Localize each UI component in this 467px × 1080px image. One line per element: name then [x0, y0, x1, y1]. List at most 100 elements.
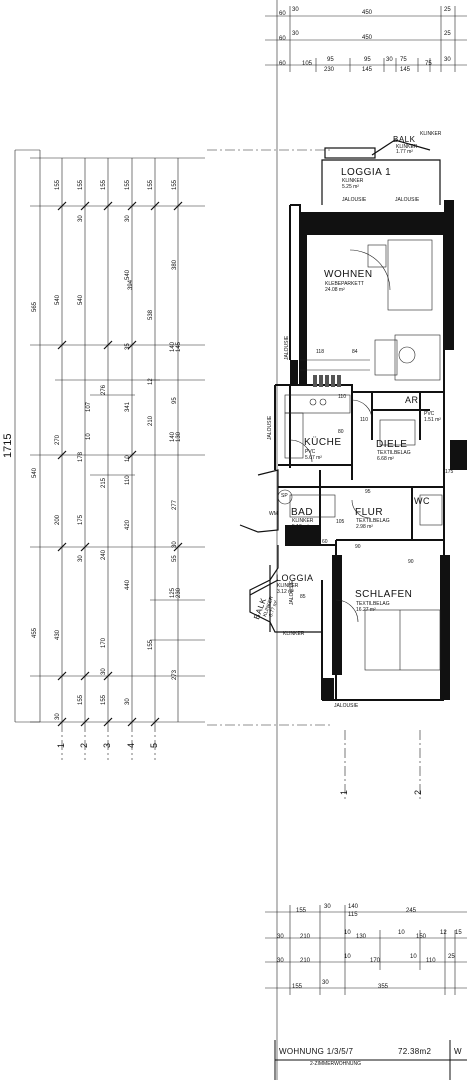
top-dim-r1-1: 30	[292, 7, 299, 13]
col2-dim-0: 155	[55, 179, 61, 190]
interior-dim-10: 85	[300, 594, 306, 600]
bottom-dimension-lines	[265, 905, 467, 995]
interior-dim-3: 90	[355, 544, 361, 550]
titleblock-suffix: W	[454, 1047, 462, 1056]
room-label-loggia2: LOGGIA	[276, 573, 314, 583]
col5-dim-6: 210	[148, 415, 154, 426]
interior-dim-5: 95	[365, 489, 371, 495]
room-area-loggia2: 3.12 m²	[277, 589, 294, 595]
room-floor-loggia2: KLINKER	[277, 583, 299, 589]
top-dim-r2-0: 60	[279, 36, 286, 42]
col3-dim-0: 155	[78, 179, 84, 190]
room-area-balk-top: 1.77 m²	[396, 149, 413, 155]
bottom-dim-r2-7: 15	[455, 930, 462, 936]
axis-label-1: 1	[56, 742, 66, 748]
col6-dim-13: 273	[172, 669, 178, 680]
axis-label-bottom-1: 1	[339, 789, 349, 795]
bottom-dim-r2-5: 150	[416, 934, 427, 940]
hatched-columns	[313, 375, 341, 387]
top-dimension-lines	[265, 0, 467, 1080]
col4-dim-4: 215	[101, 477, 107, 488]
bottom-dim-r4-1: 30	[322, 980, 329, 986]
klinker-label-bottom: KLINKER	[283, 631, 305, 637]
jalousie-label-left-2: JALOUSIE	[267, 415, 273, 440]
top-dim-r3-6: 30	[386, 57, 393, 63]
room-area-schlafen: 16.27 m²	[356, 607, 376, 613]
col1-dim-0: 565	[32, 301, 38, 312]
col4-dim-1: 276	[101, 384, 107, 395]
room-floor-diele: TEXTILBELAG	[377, 450, 411, 456]
col5-dim-1: 155	[125, 179, 131, 190]
bottom-dim-r3-1: 210	[300, 958, 311, 964]
col6-dim-9: 55	[172, 555, 178, 562]
bottom-dim-r3-0: 30	[277, 958, 284, 964]
top-dim-r3-2: 95	[327, 57, 334, 63]
top-dim-r3-10: 30	[444, 57, 451, 63]
room-area-loggia1: 5.25 m²	[342, 184, 359, 190]
interior-dim-9: 175	[445, 469, 454, 475]
top-dim-r3-1: 105	[302, 61, 313, 67]
col3-dim-1: 540	[78, 294, 84, 305]
bottom-dim-r4-2: 355	[378, 984, 389, 990]
col4-dim-7: 155	[101, 694, 107, 705]
col6-dim-7: 130	[176, 431, 182, 442]
col2-dim-1: 540	[55, 294, 61, 305]
room-area-flur: 2.98 m²	[356, 524, 373, 530]
room-area-bad: 5.10 m²	[292, 524, 309, 530]
room-floor-balk-top: KLINKER	[396, 144, 418, 150]
top-dim-r3-9: 75	[425, 61, 432, 67]
col3-dim-3: 175	[78, 514, 84, 525]
room-floor-ar: PVC	[424, 411, 435, 417]
col4-dim-8: 30	[101, 668, 107, 675]
col4-dim-6: 170	[101, 637, 107, 648]
titleblock-unit: WOHNUNG 1/3/5/7	[279, 1047, 354, 1056]
room-label-wc: WC	[414, 496, 430, 506]
top-dim-r3-3: 230	[324, 67, 335, 73]
room-floor-schlafen: TEXTILBELAG	[356, 601, 390, 607]
bottom-dim-r2-6: 12	[440, 930, 447, 936]
wm-label: WM	[269, 511, 278, 517]
room-floor-flur: TEXTILBELAG	[356, 518, 390, 524]
col3-dim-4: 30	[78, 555, 84, 562]
bottom-dim-r3-3: 170	[370, 958, 381, 964]
bottom-dim-r2-3: 130	[356, 934, 367, 940]
sp-label: SP	[281, 493, 288, 499]
col5-dim-3: 35	[125, 343, 131, 350]
room-label-ar: AR	[405, 395, 419, 405]
col2-dim-4: 430	[55, 629, 61, 640]
col6-dim-10: 30	[172, 541, 178, 548]
col5-dim-12: 30	[125, 698, 131, 705]
bottom-dim-r2-0: 30	[277, 934, 284, 940]
top-dim-r3-5: 145	[362, 67, 373, 73]
bottom-dim-r2-2: 10	[344, 930, 351, 936]
overall-height-dim: 1715	[2, 433, 14, 458]
titleblock-area: 72.38m2	[398, 1047, 432, 1056]
bottom-dim-r1-0: 155	[296, 908, 307, 914]
bottom-dim-r1-1: 30	[324, 904, 331, 910]
bottom-dim-r2-4: 10	[398, 930, 405, 936]
loggia-outlines	[239, 139, 441, 633]
col6-dim-12: 230	[176, 587, 182, 598]
bottom-dim-r4-0: 155	[292, 984, 303, 990]
col3-dim-5: 155	[78, 694, 84, 705]
col3-dim-2: 178	[78, 451, 84, 462]
top-dim-r3-4: 95	[364, 57, 371, 63]
room-area-ar: 1.51 m²	[424, 417, 441, 423]
axis-label-2: 2	[79, 742, 89, 748]
col5-dim-0: 30	[125, 215, 131, 222]
dimension-ticks	[57, 201, 183, 727]
col5-dim-9: 420	[125, 519, 131, 530]
top-dim-r3-8: 145	[400, 67, 411, 73]
room-floor-kueche: PVC	[305, 449, 316, 455]
axis-lines	[61, 149, 421, 800]
room-floor-bad: KLINKER	[292, 518, 314, 524]
col2-dim-3: 200	[55, 514, 61, 525]
klinker-label-top: KLINKER	[420, 131, 442, 137]
room-label-kueche: KÜCHE	[304, 437, 342, 448]
bottom-dim-r3-6: 25	[448, 954, 455, 960]
room-label-schlafen: SCHLAFEN	[355, 589, 413, 600]
col5-dim-11: 155	[148, 639, 154, 650]
col4-dim-2: 107	[86, 401, 92, 412]
col6-dim-2: 538	[148, 309, 154, 320]
